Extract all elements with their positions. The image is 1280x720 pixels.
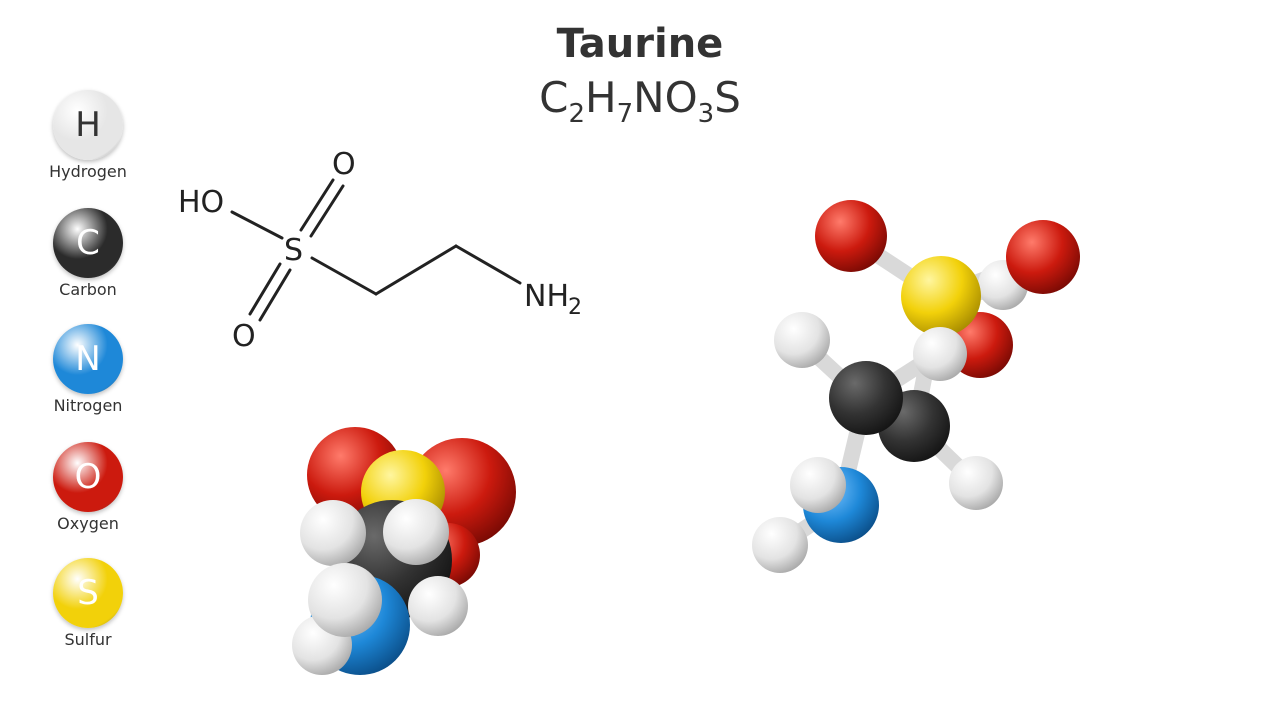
label-nh: NH <box>524 279 569 314</box>
legend-label: Hydrogen <box>49 162 127 181</box>
hydrogen-ball-icon: H <box>53 90 123 160</box>
formula-subscript: 2 <box>568 99 586 129</box>
formula-part: H <box>585 73 617 122</box>
label-o-bottom: O <box>232 319 256 354</box>
atom-oxygen <box>815 200 887 272</box>
label-nh-subscript: 2 <box>568 295 582 320</box>
label-s: S <box>284 233 303 268</box>
bond-s-o-bottom-1 <box>248 262 282 316</box>
formula-subscript: 7 <box>616 99 634 129</box>
legend-label: Sulfur <box>64 630 112 649</box>
page-title: Taurine <box>556 21 724 67</box>
bond-ho-s <box>230 210 284 240</box>
bond-c2-n <box>454 244 522 285</box>
nitrogen-ball-icon: N <box>53 324 123 394</box>
atom-hydrogen <box>752 517 808 573</box>
bond-s-c1 <box>310 256 378 296</box>
legend-symbol: H <box>75 105 101 145</box>
atom-hydrogen <box>790 457 846 513</box>
legend-item-carbon: C Carbon <box>40 208 136 299</box>
atom-hydrogen <box>308 563 382 637</box>
legend-item-nitrogen: N Nitrogen <box>40 324 136 415</box>
legend-symbol: O <box>74 457 102 497</box>
bond-s-o-bottom-2 <box>258 268 292 322</box>
atom-hydrogen <box>913 327 967 381</box>
atom-hydrogen <box>300 500 366 566</box>
atom-hydrogen <box>774 312 830 368</box>
sulfur-ball-icon: S <box>53 558 123 628</box>
skeletal-structure <box>230 178 522 322</box>
formula-part: S <box>714 73 741 122</box>
oxygen-ball-icon: O <box>53 442 123 512</box>
legend-label: Nitrogen <box>53 396 123 415</box>
formula-subscript: 3 <box>697 99 715 129</box>
legend-symbol: S <box>77 573 99 613</box>
space-filling-model <box>292 427 516 675</box>
atom-sulfur <box>901 256 981 336</box>
legend-item-sulfur: S Sulfur <box>40 558 136 649</box>
carbon-ball-icon: C <box>53 208 123 278</box>
ball-and-stick-model <box>752 200 1080 573</box>
bond-c1-c2 <box>374 244 458 296</box>
atom-oxygen <box>1006 220 1080 294</box>
legend-symbol: C <box>76 223 100 263</box>
legend-symbol: N <box>75 339 101 379</box>
legend-label: Oxygen <box>57 514 119 533</box>
legend-item-hydrogen: H Hydrogen <box>40 90 136 181</box>
bond-s-o-top-1 <box>299 178 335 232</box>
formula-part: C <box>539 73 569 122</box>
atom-hydrogen <box>383 499 449 565</box>
legend-item-oxygen: O Oxygen <box>40 442 136 533</box>
label-o-top: O <box>332 147 356 182</box>
label-ho: HO <box>178 185 224 220</box>
atom-hydrogen <box>949 456 1003 510</box>
atom-hydrogen <box>408 576 468 636</box>
chemical-formula: C2H7NO3S <box>0 70 1280 142</box>
legend-label: Carbon <box>59 280 117 299</box>
title-block: Taurine C2H7NO3S <box>0 18 1280 142</box>
bond-s-o-top-2 <box>309 184 345 238</box>
formula-part: NO <box>633 73 698 122</box>
atom-carbon <box>829 361 903 435</box>
